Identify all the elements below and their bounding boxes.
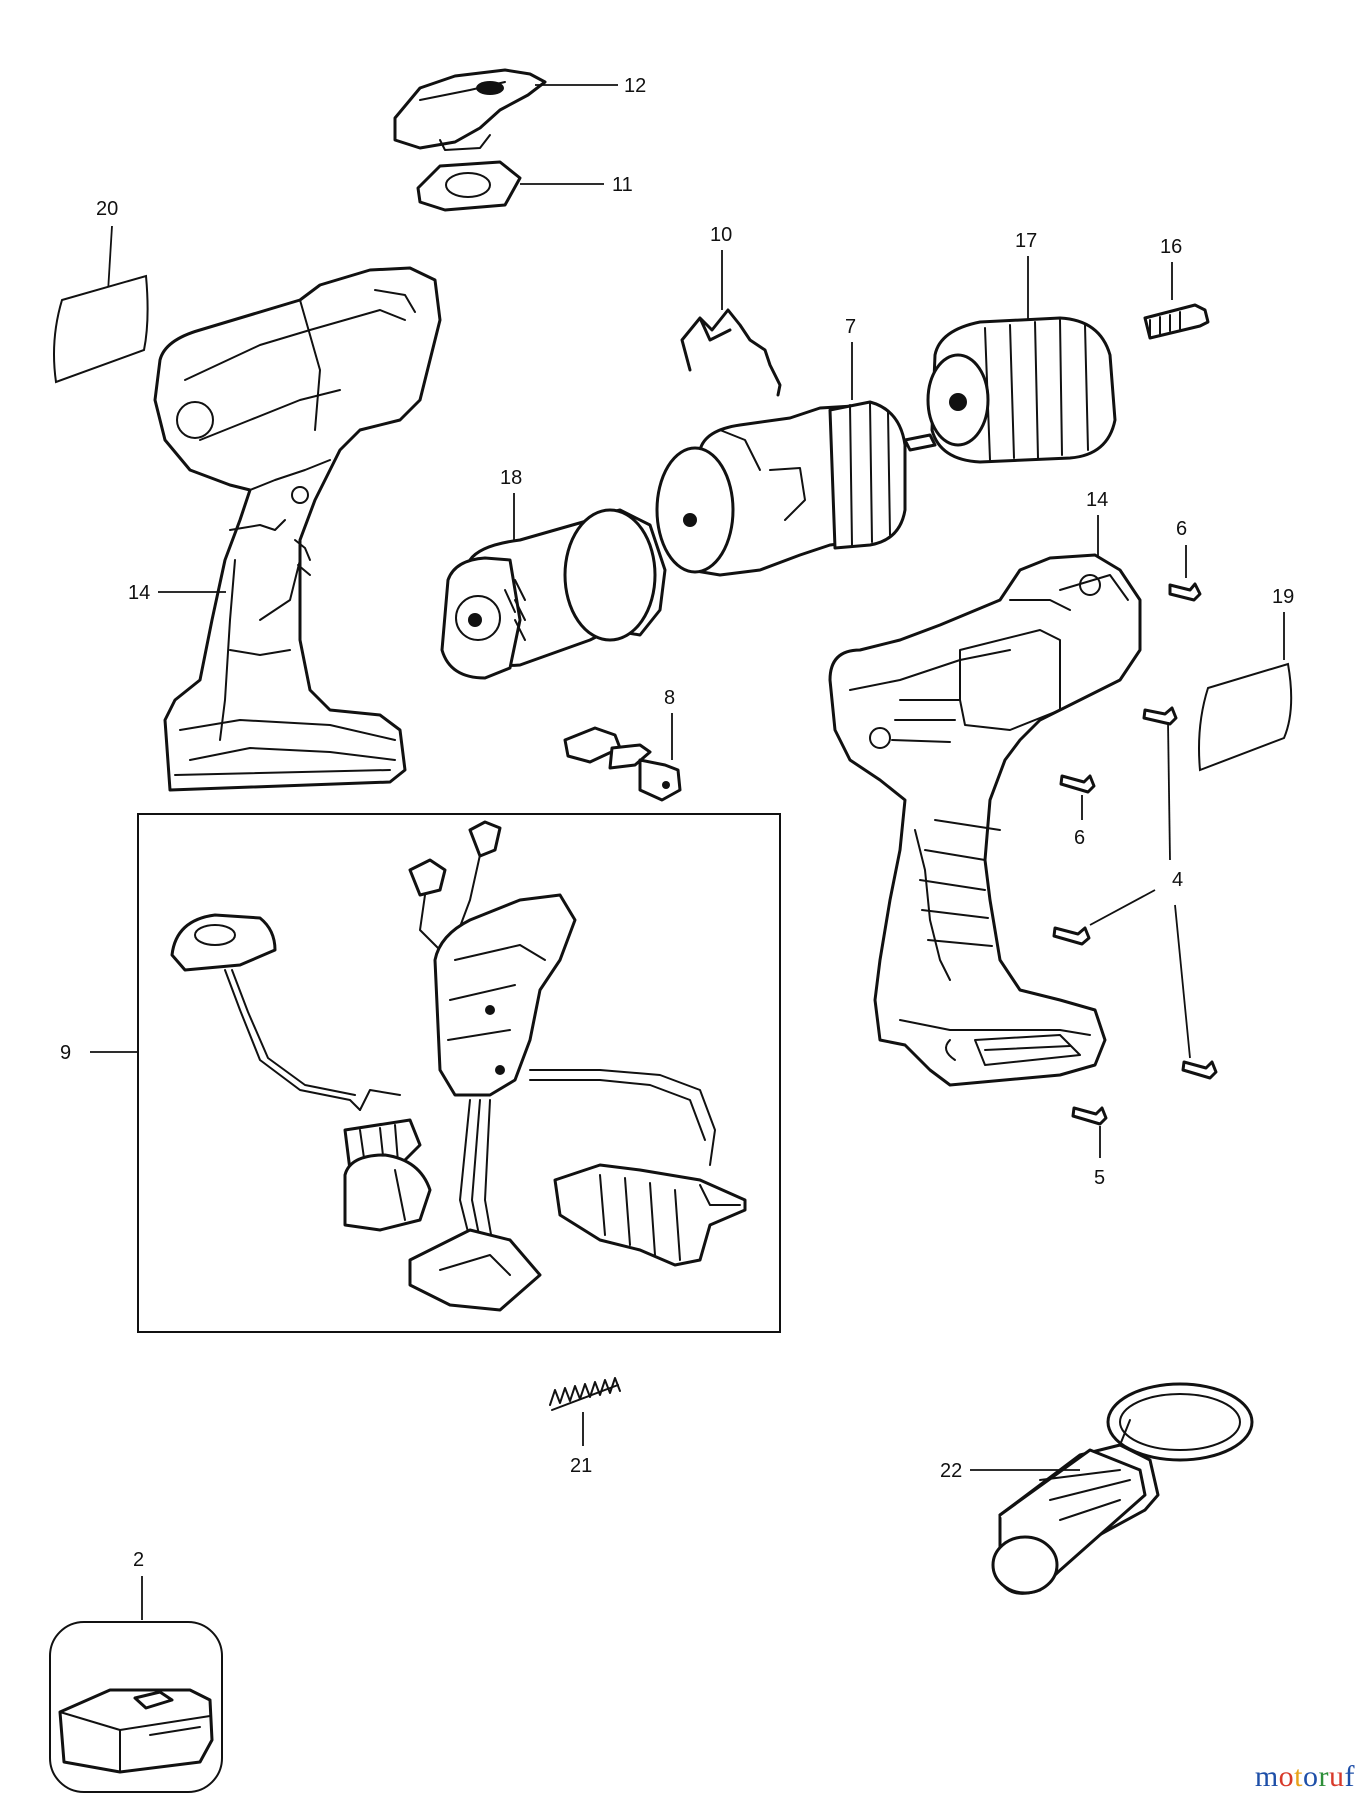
part-4-screw-middle (1052, 926, 1091, 946)
watermark-letter: u (1329, 1760, 1345, 1793)
callout-5: 5 (1094, 1167, 1105, 1189)
callout-12: 12 (624, 75, 646, 97)
part-8-connector (563, 726, 682, 802)
watermark-letter: f (1344, 1760, 1355, 1793)
part-16-screw (1143, 303, 1210, 340)
part-9-switch-assembly (170, 820, 747, 1312)
callout-6-upper: 6 (1176, 518, 1187, 540)
watermark-letter: t (1294, 1760, 1303, 1793)
motoruf-watermark: motoruf (1255, 1760, 1355, 1794)
callout-18: 18 (500, 467, 522, 489)
part-20-label (53, 274, 149, 384)
callout-8: 8 (664, 687, 675, 709)
callout-11: 11 (612, 174, 633, 196)
callout-10: 10 (710, 224, 732, 246)
part-14-right-housing (828, 553, 1142, 1087)
part-6-screw-lower (1059, 774, 1096, 794)
part-10-spring-clip (680, 308, 782, 397)
part-6-screw-upper (1168, 582, 1202, 602)
part-4-screw-upper (1142, 706, 1178, 726)
watermark-letter: r (1318, 1760, 1329, 1793)
part-21-spring (549, 1377, 621, 1411)
part-18-motor (440, 508, 667, 680)
part-22-side-handle (991, 1382, 1254, 1595)
part-17-keyless-chuck (926, 316, 1117, 464)
callout-22: 22 (940, 1460, 962, 1482)
callout-21: 21 (570, 1455, 592, 1477)
part-5-screw (1071, 1106, 1108, 1126)
callout-4: 4 (1172, 869, 1183, 891)
watermark-letter: o (1303, 1760, 1319, 1793)
callout-16: 16 (1160, 236, 1182, 258)
callout-7: 7 (845, 316, 856, 338)
callout-14-left: 14 (128, 582, 150, 604)
part-2-charger (58, 1688, 214, 1774)
callout-20: 20 (96, 198, 118, 220)
part-7-gearbox (655, 400, 937, 577)
part-4-screw-lower (1181, 1060, 1218, 1080)
callout-6-lower: 6 (1074, 827, 1085, 849)
callout-19: 19 (1272, 586, 1294, 608)
watermark-letter: m (1254, 1760, 1279, 1793)
callout-2: 2 (133, 1549, 144, 1571)
callout-14-right: 14 (1086, 489, 1108, 511)
part-12-top-cover (393, 68, 547, 151)
part-14-left-housing (153, 266, 442, 792)
part-19-label (1198, 662, 1293, 772)
watermark-letter: o (1278, 1760, 1295, 1793)
callout-9: 9 (60, 1042, 71, 1064)
callout-17: 17 (1015, 230, 1037, 252)
part-11-switch-plate (416, 160, 522, 212)
